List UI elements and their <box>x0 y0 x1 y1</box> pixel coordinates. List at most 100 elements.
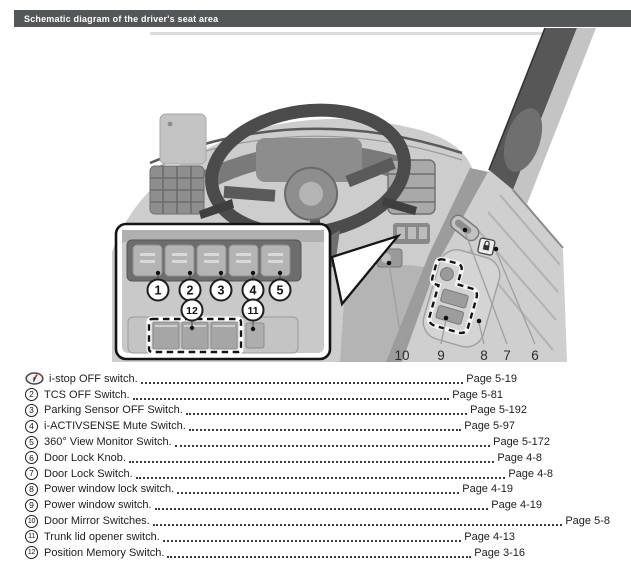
turn-signal-stalk <box>199 199 234 219</box>
item-label: Door Lock Knob. <box>44 451 126 464</box>
index-row: 4 i-ACTIVSENSE Mute Switch. Page 5-97 <box>25 418 610 434</box>
inset-callout-circles: 1 2 3 4 5 12 11 <box>146 278 292 322</box>
dot-leader <box>128 460 495 463</box>
dot-leader <box>135 476 506 479</box>
speaker-grille <box>149 165 205 215</box>
item-label: Parking Sensor OFF Switch. <box>44 404 183 417</box>
dot-leader <box>174 444 491 447</box>
page-reference: Page 5-97 <box>464 420 515 433</box>
dot-leader <box>140 381 464 384</box>
door-callout-numbers: 10 9 8 7 6 <box>394 348 538 363</box>
item-number: 3 <box>25 403 38 417</box>
trunk-lid-opener-switch <box>245 322 265 349</box>
spacer <box>550 442 610 443</box>
page-reference: Page 4-19 <box>462 483 513 496</box>
index-row: 9 Power window switch. Page 4-19 <box>25 497 610 513</box>
power-window-switches <box>426 256 480 336</box>
index-row: 10 Door Mirror Switches. Page 5-8 <box>25 513 610 529</box>
item-label: Power window switch. <box>44 499 152 512</box>
left-display-panel <box>159 113 207 165</box>
item-label: Door Mirror Switches. <box>44 515 150 528</box>
instrument-cluster <box>256 138 362 182</box>
item-number: 5 <box>25 435 38 449</box>
index-row: 7 Door Lock Switch. Page 4-8 <box>25 466 610 482</box>
item-number: 2 <box>25 388 38 402</box>
item-number: 11 <box>25 530 38 544</box>
spacer <box>542 505 610 506</box>
index-row: 5 360° View Monitor Switch. Page 5-172 <box>25 434 610 450</box>
spacer <box>515 536 610 537</box>
spacer <box>525 552 610 553</box>
spacer <box>513 489 610 490</box>
callout-2: 2 <box>187 284 194 298</box>
inset-box <box>114 222 332 361</box>
dash-switch-panel-spot <box>393 223 430 244</box>
spacer <box>553 473 610 474</box>
section-title: Schematic diagram of the driver's seat a… <box>24 13 219 24</box>
item-label: Position Memory Switch. <box>44 546 165 559</box>
item-number: 12 <box>25 546 38 560</box>
spacer <box>542 457 610 458</box>
callout-5: 5 <box>277 284 284 298</box>
callout-9: 9 <box>437 348 445 363</box>
item-label: TCS OFF Switch. <box>44 388 130 401</box>
page-reference: Page 4-8 <box>508 467 553 480</box>
item-number: 10 <box>25 514 38 528</box>
callout-6: 6 <box>531 348 539 363</box>
page-reference: Page 5-192 <box>470 404 527 417</box>
item-number: 6 <box>25 451 38 465</box>
callout-dots <box>386 227 499 324</box>
index-row: 6 Door Lock Knob. Page 4-8 <box>25 450 610 466</box>
spacer <box>527 410 610 411</box>
dot-leader <box>154 508 489 511</box>
page-reference: Page 5-8 <box>565 515 610 528</box>
inset-callout-dots <box>155 270 283 332</box>
callout-10: 10 <box>394 348 409 363</box>
callout-11: 11 <box>247 305 258 317</box>
page-reference: Page 4-19 <box>491 499 542 512</box>
item-number: 8 <box>25 482 38 496</box>
index-row: 8 Power window lock switch. Page 4-19 <box>25 482 610 498</box>
i-stop-indicator-icon <box>25 372 44 386</box>
memory-dashed-outline <box>147 317 243 354</box>
callout-3: 3 <box>218 284 225 298</box>
dot-leader <box>185 413 468 416</box>
item-label: Door Lock Switch. <box>44 467 133 480</box>
window-switch-dashed-outline <box>428 258 479 335</box>
seat-headrest <box>503 108 543 172</box>
item-label: i-stop OFF switch. <box>49 372 138 385</box>
item-number: 7 <box>25 467 38 481</box>
door-window-frame <box>513 28 596 204</box>
index-row: 2 TCS OFF Switch. Page 5-81 <box>25 387 610 403</box>
callout-8: 8 <box>480 348 488 363</box>
item-label: 360° View Monitor Switch. <box>44 436 172 449</box>
item-label: Trunk lid opener switch. <box>44 530 160 543</box>
windshield-top-edge <box>150 32 546 35</box>
dot-leader <box>188 429 462 432</box>
spacer <box>515 426 610 427</box>
leader-lines <box>388 231 536 345</box>
inset-switches <box>132 244 291 277</box>
item-label: Power window lock switch. <box>44 483 175 496</box>
spacer <box>517 378 610 379</box>
callout-1: 1 <box>155 284 162 298</box>
dot-leader <box>162 539 462 542</box>
index-row: 12 Position Memory Switch. Page 3-16 <box>25 545 610 561</box>
wiper-stalk <box>382 197 417 215</box>
spacer <box>503 394 610 395</box>
page-reference: Page 4-13 <box>464 530 515 543</box>
position-memory-switches <box>152 321 238 350</box>
index-row-istop: i-stop OFF switch. Page 5-19 <box>25 371 610 387</box>
page-reference: Page 5-19 <box>466 372 517 385</box>
dot-leader <box>167 555 472 558</box>
page-reference: Page 4-8 <box>497 451 542 464</box>
callout-12: 12 <box>186 305 198 317</box>
dot-leader <box>152 523 563 526</box>
page-reference: Page 5-172 <box>493 436 550 449</box>
index-row: 11 Trunk lid opener switch. Page 4-13 <box>25 529 610 545</box>
dot-leader <box>132 397 450 400</box>
section-header-bar: Schematic diagram of the driver's seat a… <box>14 10 631 27</box>
page-reference: Page 5-81 <box>452 388 503 401</box>
